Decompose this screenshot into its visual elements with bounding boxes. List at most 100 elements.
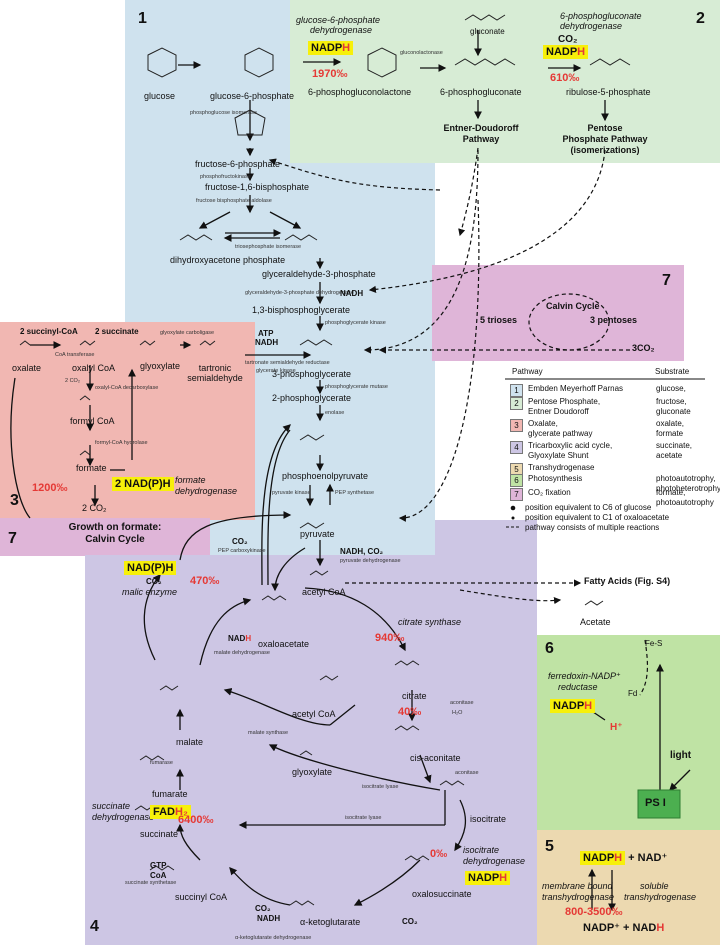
label-6pg: 6-phosphogluconate [440, 87, 522, 97]
nadph-badge-fnr: NADPH [550, 699, 596, 713]
legend-substrate2-3: formate [656, 429, 684, 438]
label-co2-malic: CO₂ [146, 577, 162, 586]
legend-pathway-5: Transhydrogenase [528, 463, 595, 472]
region-7b-growth [0, 518, 210, 556]
label-formate: formate [76, 463, 107, 473]
label-succinyl-coa: succinyl CoA [175, 892, 228, 902]
fadh2-badge-text: FAD [153, 806, 175, 818]
enzyme-gapdh: glyceraldehyde-3-phosphate dehydrogenase [245, 290, 354, 296]
label-co2-idh: CO₂ [402, 917, 418, 926]
label-dhap: dihydroxyacetone phosphate [170, 255, 286, 265]
enzyme-pgk: phosphoglycerate kinase [325, 320, 386, 326]
transh-top-h: H [614, 852, 623, 864]
legend-pathway-1: Embden Meyerhoff Parnas [528, 384, 624, 393]
pct-940: 940‰ [375, 632, 405, 644]
legend-note-1: position equivalent to C6 of glucose [525, 503, 652, 512]
region-number-5: 5 [545, 838, 554, 855]
label-ppp-2: Phosphate Pathway [562, 134, 648, 144]
label-growth-2: Calvin Cycle [85, 534, 145, 545]
label-5-trioses: 5 trioses [480, 315, 518, 325]
label-2-succinate: 2 succinate [95, 327, 139, 336]
transh-bottom: NADP⁺ + NADH [583, 922, 664, 934]
transh-top: NADPH + NAD⁺ [580, 851, 668, 865]
enzyme-gcl: glyoxylate carboligase [160, 330, 215, 336]
label-akg: α-ketoglutarate [300, 917, 361, 927]
enzyme-icl-2: isocitrate lyase [345, 815, 382, 821]
label-soluble-2: transhydrogenase [624, 892, 697, 902]
label-3pg: 3-phosphoglycerate [272, 369, 352, 379]
region-4-tca [85, 555, 537, 945]
legend-col-substrate: Substrate [655, 367, 690, 376]
legend-swatch-2: 2 [510, 397, 523, 410]
region-7-calvin [432, 265, 684, 361]
label-gluconate: gluconate [470, 27, 505, 36]
enzyme-enolase: enolase [325, 410, 345, 416]
pct-1970: 1970‰ [312, 68, 348, 80]
label-h2o: H₂O [452, 710, 463, 716]
nadph-badge-6pgdh-text: NADP [546, 46, 578, 58]
enzyme-6pgdh-2: dehydrogenase [560, 21, 623, 31]
legend-pathway2-2: Entner Doudoroff [528, 407, 589, 416]
fadh2-badge: FADH₂ [150, 805, 191, 819]
label-oxalyl-coa: oxalyl CoA [72, 363, 116, 373]
label-pyruvate: pyruvate [300, 529, 335, 539]
nadph-badge-g6pdh-h: H [342, 42, 351, 54]
legend-substrate-2: fructose, [656, 397, 687, 406]
nadph-badge-g6pdh: NADPH [308, 41, 354, 55]
fadh2-badge-h: H₂ [175, 806, 188, 818]
enzyme-fcoa-h: formyl-CoA hydrolase [95, 440, 148, 446]
region-number-2: 2 [696, 10, 705, 27]
enzyme-pgm: phosphoglycerate mutase [325, 384, 388, 390]
region-4-upper [435, 520, 537, 555]
region-number-6: 6 [545, 640, 554, 657]
label-acetyl-coa: acetyl CoA [302, 587, 346, 597]
label-tartronic-2: semialdehyde [187, 373, 243, 383]
enzyme-akgdh: α-ketoglutarate dehydrogenase [235, 935, 312, 941]
label-2co2-formate: 2 CO₂ [82, 503, 107, 513]
label-co2-6pgdh: CO₂ [558, 34, 578, 45]
label-oxalate: oxalate [12, 363, 42, 373]
label-acetate: Acetate [580, 617, 611, 627]
legend-pathway-7: CO₂ fixation [528, 488, 571, 497]
legend-substrate-6: photoautotrophy, [656, 474, 716, 483]
enzyme-ms: malate synthase [248, 730, 289, 736]
label-membrane-1: membrane bound [542, 881, 613, 891]
enzyme-g6pdh-2: dehydrogenase [310, 25, 373, 35]
legend-substrate2-7: photoautotrophy [656, 498, 714, 507]
label-oxaloacetate: oxaloacetate [258, 639, 310, 649]
nadph-badge-6pgdh: NADPH [543, 45, 589, 59]
legend-swatch-3: 3 [510, 419, 523, 432]
label-calvin-cycle: Calvin Cycle [546, 301, 600, 311]
legend-pathway-2: Pentose Phosphate, [528, 397, 601, 406]
enzyme-malic: malic enzyme [122, 587, 178, 597]
enzyme-gk: glycerate kinase [256, 368, 296, 374]
transh-bottom-text: NADP⁺ + NAD [583, 922, 657, 934]
label-f6p: fructose-6-phosphate [195, 159, 281, 169]
legend-pathway-3: Oxalate, [528, 419, 558, 428]
label-nad-mdh-h: H [245, 634, 252, 643]
legend-note-3: pathway consists of multiple reactions [525, 523, 660, 532]
label-soluble-1: soluble [640, 881, 669, 891]
nadph-badge-6pgdh-h: H [577, 46, 586, 58]
legend-substrate-4: succinate, [656, 441, 693, 450]
transh-top-plus: + NAD⁺ [625, 852, 668, 864]
label-light: light [670, 750, 692, 761]
nadph-badge-malic: NAD(P)H [124, 561, 177, 575]
label-fumarate: fumarate [152, 789, 188, 799]
nadph-badge-idh-text: NADP [468, 872, 500, 884]
legend-substrate2-6: photoheterotrophy [656, 484, 720, 493]
label-bpg: 1,3-bisphosphoglycerate [252, 305, 351, 315]
region-5-transhydrogenase [537, 830, 720, 945]
label-malate: malate [176, 737, 204, 747]
nadph-badge-fdh-text: 2 NAD(P)H [112, 477, 174, 491]
enzyme-fumarase: fumarase [150, 760, 173, 766]
label-6pgl: 6-phosphogluconolactone [308, 87, 412, 97]
transh-top-text: NADP [583, 852, 615, 864]
pct-800-3500: 800-3500‰ [565, 906, 623, 918]
transh-bottom-h: H [656, 922, 665, 934]
nadph-badge-fnr-h: H [584, 700, 593, 712]
enzyme-sdh-1: succinate [92, 801, 131, 811]
label-oxalosuccinate: oxalosuccinate [412, 889, 472, 899]
region-number-3: 3 [10, 492, 19, 509]
